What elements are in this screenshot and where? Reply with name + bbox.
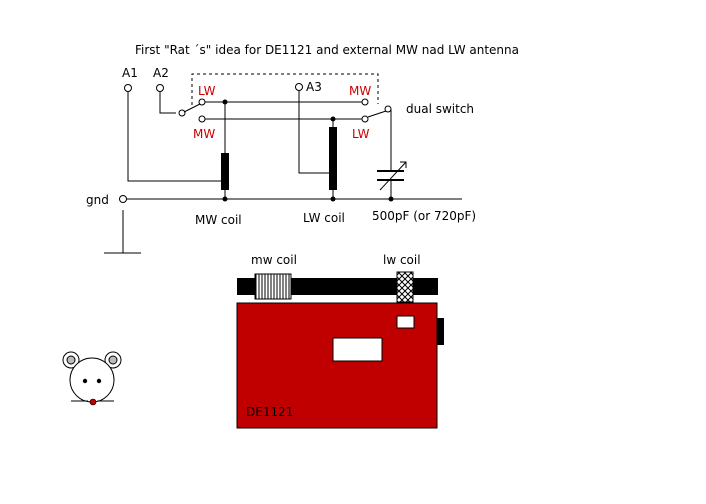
wire-a3 (298, 91, 331, 174)
switch-contact-right-lower (361, 115, 369, 123)
terminal-a1 (124, 84, 132, 92)
wire-a1 (127, 92, 225, 182)
junction-gnd-mw (222, 196, 228, 202)
label-mw-bottom: MW (193, 127, 215, 141)
board-display-window (332, 337, 383, 362)
switch-lever-left (183, 103, 201, 113)
lw-coil-winding (396, 271, 414, 303)
terminal-a3 (295, 83, 303, 91)
label-board-lw-coil: lw coil (383, 253, 421, 267)
junction-gnd-lw (330, 196, 336, 202)
label-mw-coil: MW coil (195, 213, 242, 227)
diagram-title: First "Rat ´s" idea for DE1121 and exter… (135, 43, 519, 57)
label-dual-switch: dual switch (406, 102, 474, 116)
label-board-mw-coil: mw coil (251, 253, 297, 267)
board-small-window (396, 315, 415, 329)
switch-contact-right-upper (361, 98, 369, 106)
capacitor-arrow-head (400, 161, 407, 168)
board-name: DE1121 (246, 405, 293, 419)
label-capacitor: 500pF (or 720pF) (372, 209, 476, 223)
label-lw-top: LW (198, 84, 216, 98)
terminal-a3-label: A3 (306, 80, 322, 94)
gnd-label: gnd (86, 193, 109, 207)
junction-gnd-cap (388, 196, 394, 202)
switch-contact-left-lower (198, 115, 206, 123)
label-lw-bottom: LW (352, 127, 370, 141)
switch-contact-left-top (178, 109, 186, 117)
rat-face-icon (62, 351, 122, 406)
terminal-a1-label: A1 (122, 66, 138, 80)
wire-a2 (159, 92, 176, 114)
terminal-a2-label: A2 (153, 66, 169, 80)
mw-coil-winding (254, 273, 292, 300)
label-mw-top: MW (349, 84, 371, 98)
lw-coil-symbol (329, 127, 337, 190)
switch-lever-right (367, 110, 387, 118)
terminal-a2 (156, 84, 164, 92)
terminal-gnd (119, 195, 127, 203)
label-lw-coil: LW coil (303, 211, 345, 225)
mw-coil-symbol (221, 153, 229, 190)
board-side-connector (437, 318, 444, 345)
capacitor-variable-arrow (379, 161, 407, 191)
